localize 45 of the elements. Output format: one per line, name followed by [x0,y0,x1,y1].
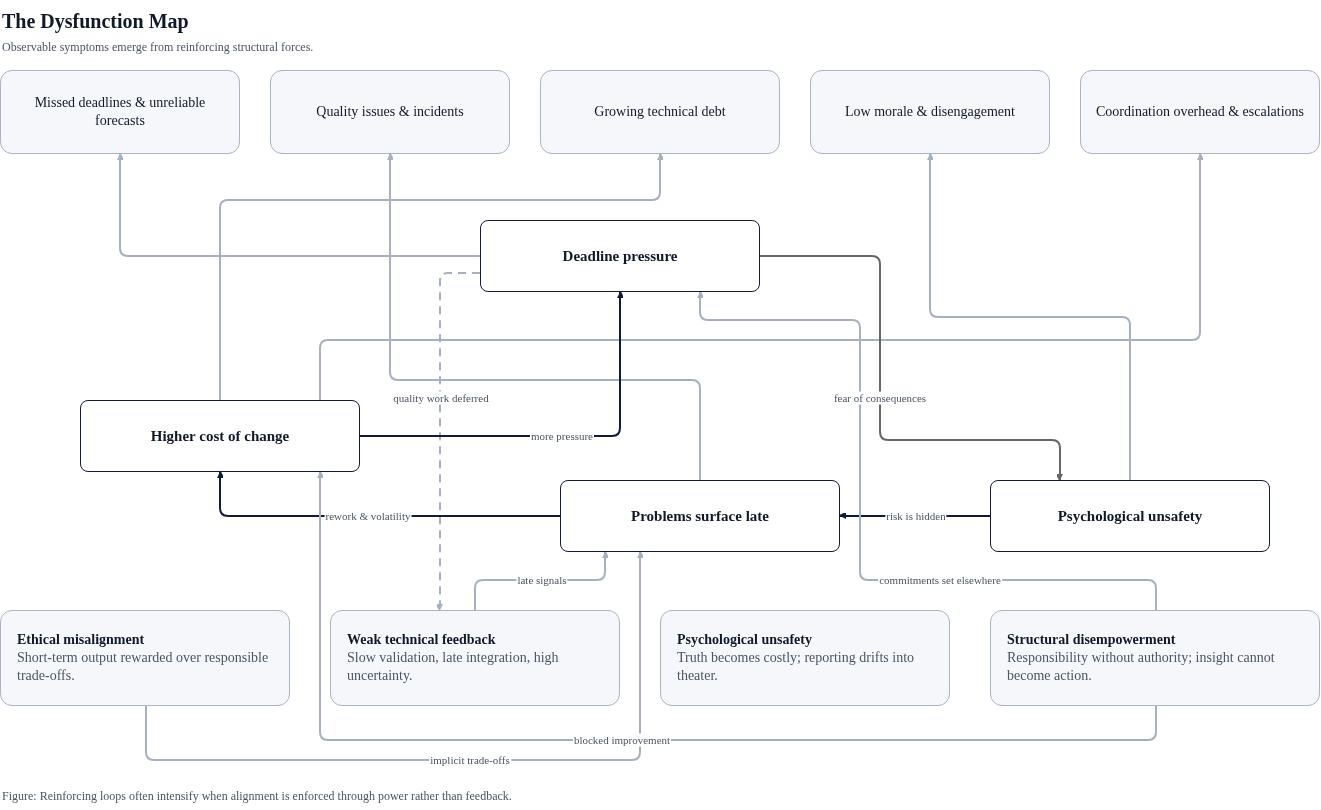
process-box [990,480,1270,552]
process-box [80,400,360,472]
box-label: Problems surface late [631,507,769,525]
arrow [435,272,481,612]
box-label: Coordination overhead & escalations [1096,103,1304,121]
symptom-box [540,70,780,154]
box-label: Psychological unsafety [1057,507,1203,525]
arrow [219,152,665,401]
subtitle: Observable symptoms emerge from reinforcing structural forces. [2,39,314,56]
cause-card [0,610,290,706]
symptom-box [1080,70,1320,154]
card-description: Responsibility without authority; insight cannot become action. [1007,649,1276,685]
cause-card [990,610,1320,706]
box-label: Higher cost of change [150,427,290,445]
symptom-box [270,70,510,154]
card-heading: Psychological unsafety [677,631,813,649]
edge-label: implicit trade-offs [429,753,511,767]
box-label: Missed deadlines & unreliable forecasts [33,94,207,130]
arrow [387,152,701,481]
arrow [759,255,1063,482]
edge-label: fear of consequences [832,391,928,405]
process-box [480,220,760,292]
cause-card [660,610,950,706]
process-box [560,480,840,552]
cause-card [330,610,620,706]
symptom-box [810,70,1050,154]
arrow [117,152,481,257]
box-label: Deadline pressure [562,247,678,265]
edge-label: quality work deferred [392,391,490,405]
box-label: Low morale & disengagement [845,103,1015,121]
box-label: Growing technical debt [594,103,726,121]
box-label: Quality issues & incidents [316,103,464,121]
card-heading: Weak technical feedback [347,631,497,649]
arrow [927,152,1131,481]
diagram-title: The Dysfunction Map [2,9,189,35]
card-heading: Structural disempowerment [1007,631,1177,649]
arrow [317,470,1157,741]
edge-label: blocked improvement [572,733,672,747]
card-description: Short-term output rewarded over responsible trade-offs. [17,649,270,685]
arrow [319,152,1205,401]
figure-caption: Figure: Reinforcing loops often intensify when alignment is enforced through power rather than feedback. [2,788,512,805]
card-heading: Ethical misalignment [17,631,146,649]
symptom-box [0,70,240,154]
card-description: Truth becomes costly; reporting drifts into theater. [677,649,916,685]
card-description: Slow validation, late integration, high uncertainty. [347,649,560,685]
